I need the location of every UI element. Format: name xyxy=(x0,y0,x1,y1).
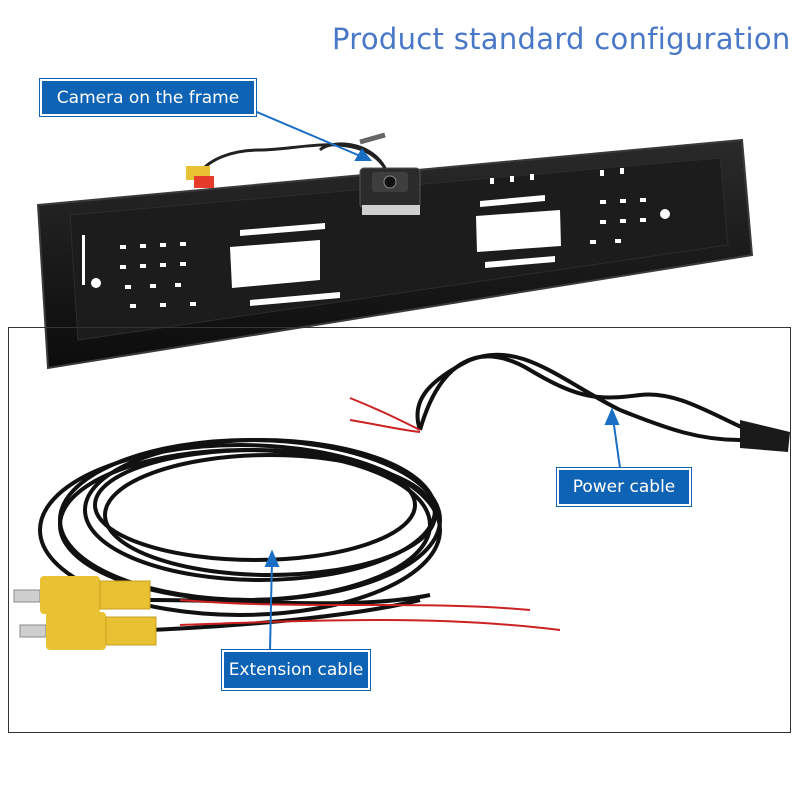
page-title: Product standard configuration xyxy=(332,22,791,56)
extension-cable xyxy=(38,438,561,632)
power-cable-callout: Power cable xyxy=(556,467,692,507)
callout-pointers xyxy=(251,109,621,651)
camera-module xyxy=(359,167,421,215)
rca-connectors xyxy=(13,576,157,650)
camera-on-frame-callout: Camera on the frame xyxy=(39,78,257,117)
extension-cable-callout: Extension cable xyxy=(221,649,371,691)
license-plate-frame xyxy=(36,138,754,370)
accessories-box xyxy=(8,327,791,733)
power-cable xyxy=(349,352,790,452)
camera-wires xyxy=(186,132,387,188)
